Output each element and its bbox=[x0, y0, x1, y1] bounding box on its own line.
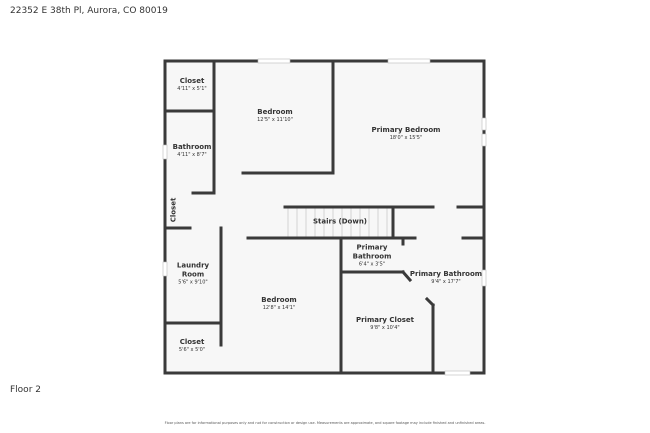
room-name: Bedroom bbox=[261, 296, 297, 304]
disclaimer: Floor plans are for informational purpos… bbox=[164, 421, 486, 425]
walls bbox=[163, 59, 486, 375]
room-name: Closet bbox=[169, 197, 178, 223]
room-dims: 4'11" x 5'1" bbox=[177, 86, 207, 92]
room-name: Closet bbox=[179, 77, 205, 85]
room-dims: 9'8" x 10'4" bbox=[370, 325, 400, 331]
stairs bbox=[287, 208, 388, 237]
floor-label: Floor 2 bbox=[10, 385, 41, 395]
address-title: 22352 E 38th Pl, Aurora, CO 80019 bbox=[10, 6, 168, 16]
room-dims: 12'5" x 11'10" bbox=[257, 117, 293, 123]
room-name: Primary Closet bbox=[355, 316, 415, 324]
room-name: Closet bbox=[179, 338, 205, 346]
room-dims: 12'8" x 14'1" bbox=[262, 305, 296, 311]
room-name: Primary Bathroom bbox=[352, 243, 392, 261]
room-dims: 6'4" x 3'5" bbox=[358, 261, 386, 268]
room-dims: 4'11" x 8'7" bbox=[177, 152, 207, 158]
room-closet-2: Closet bbox=[170, 198, 179, 223]
room-name: Primary Bathroom bbox=[409, 270, 483, 278]
room-name: Bathroom bbox=[172, 143, 212, 151]
room-dims: 18'0" x 15'5" bbox=[389, 135, 423, 141]
room-dims: 5'6" x 9'10" bbox=[178, 279, 208, 286]
room-dims: 9'4" x 17'7" bbox=[431, 279, 461, 285]
windows bbox=[162, 58, 487, 376]
room-name: Laundry Room bbox=[176, 261, 210, 279]
room-name: Primary Bedroom bbox=[371, 126, 441, 134]
room-name: Bedroom bbox=[257, 108, 293, 116]
room-dims: 5'6" x 5'0" bbox=[178, 347, 206, 353]
room-name: Stairs (Down) bbox=[312, 217, 368, 226]
room-stairs: Stairs (Down) bbox=[313, 218, 367, 227]
